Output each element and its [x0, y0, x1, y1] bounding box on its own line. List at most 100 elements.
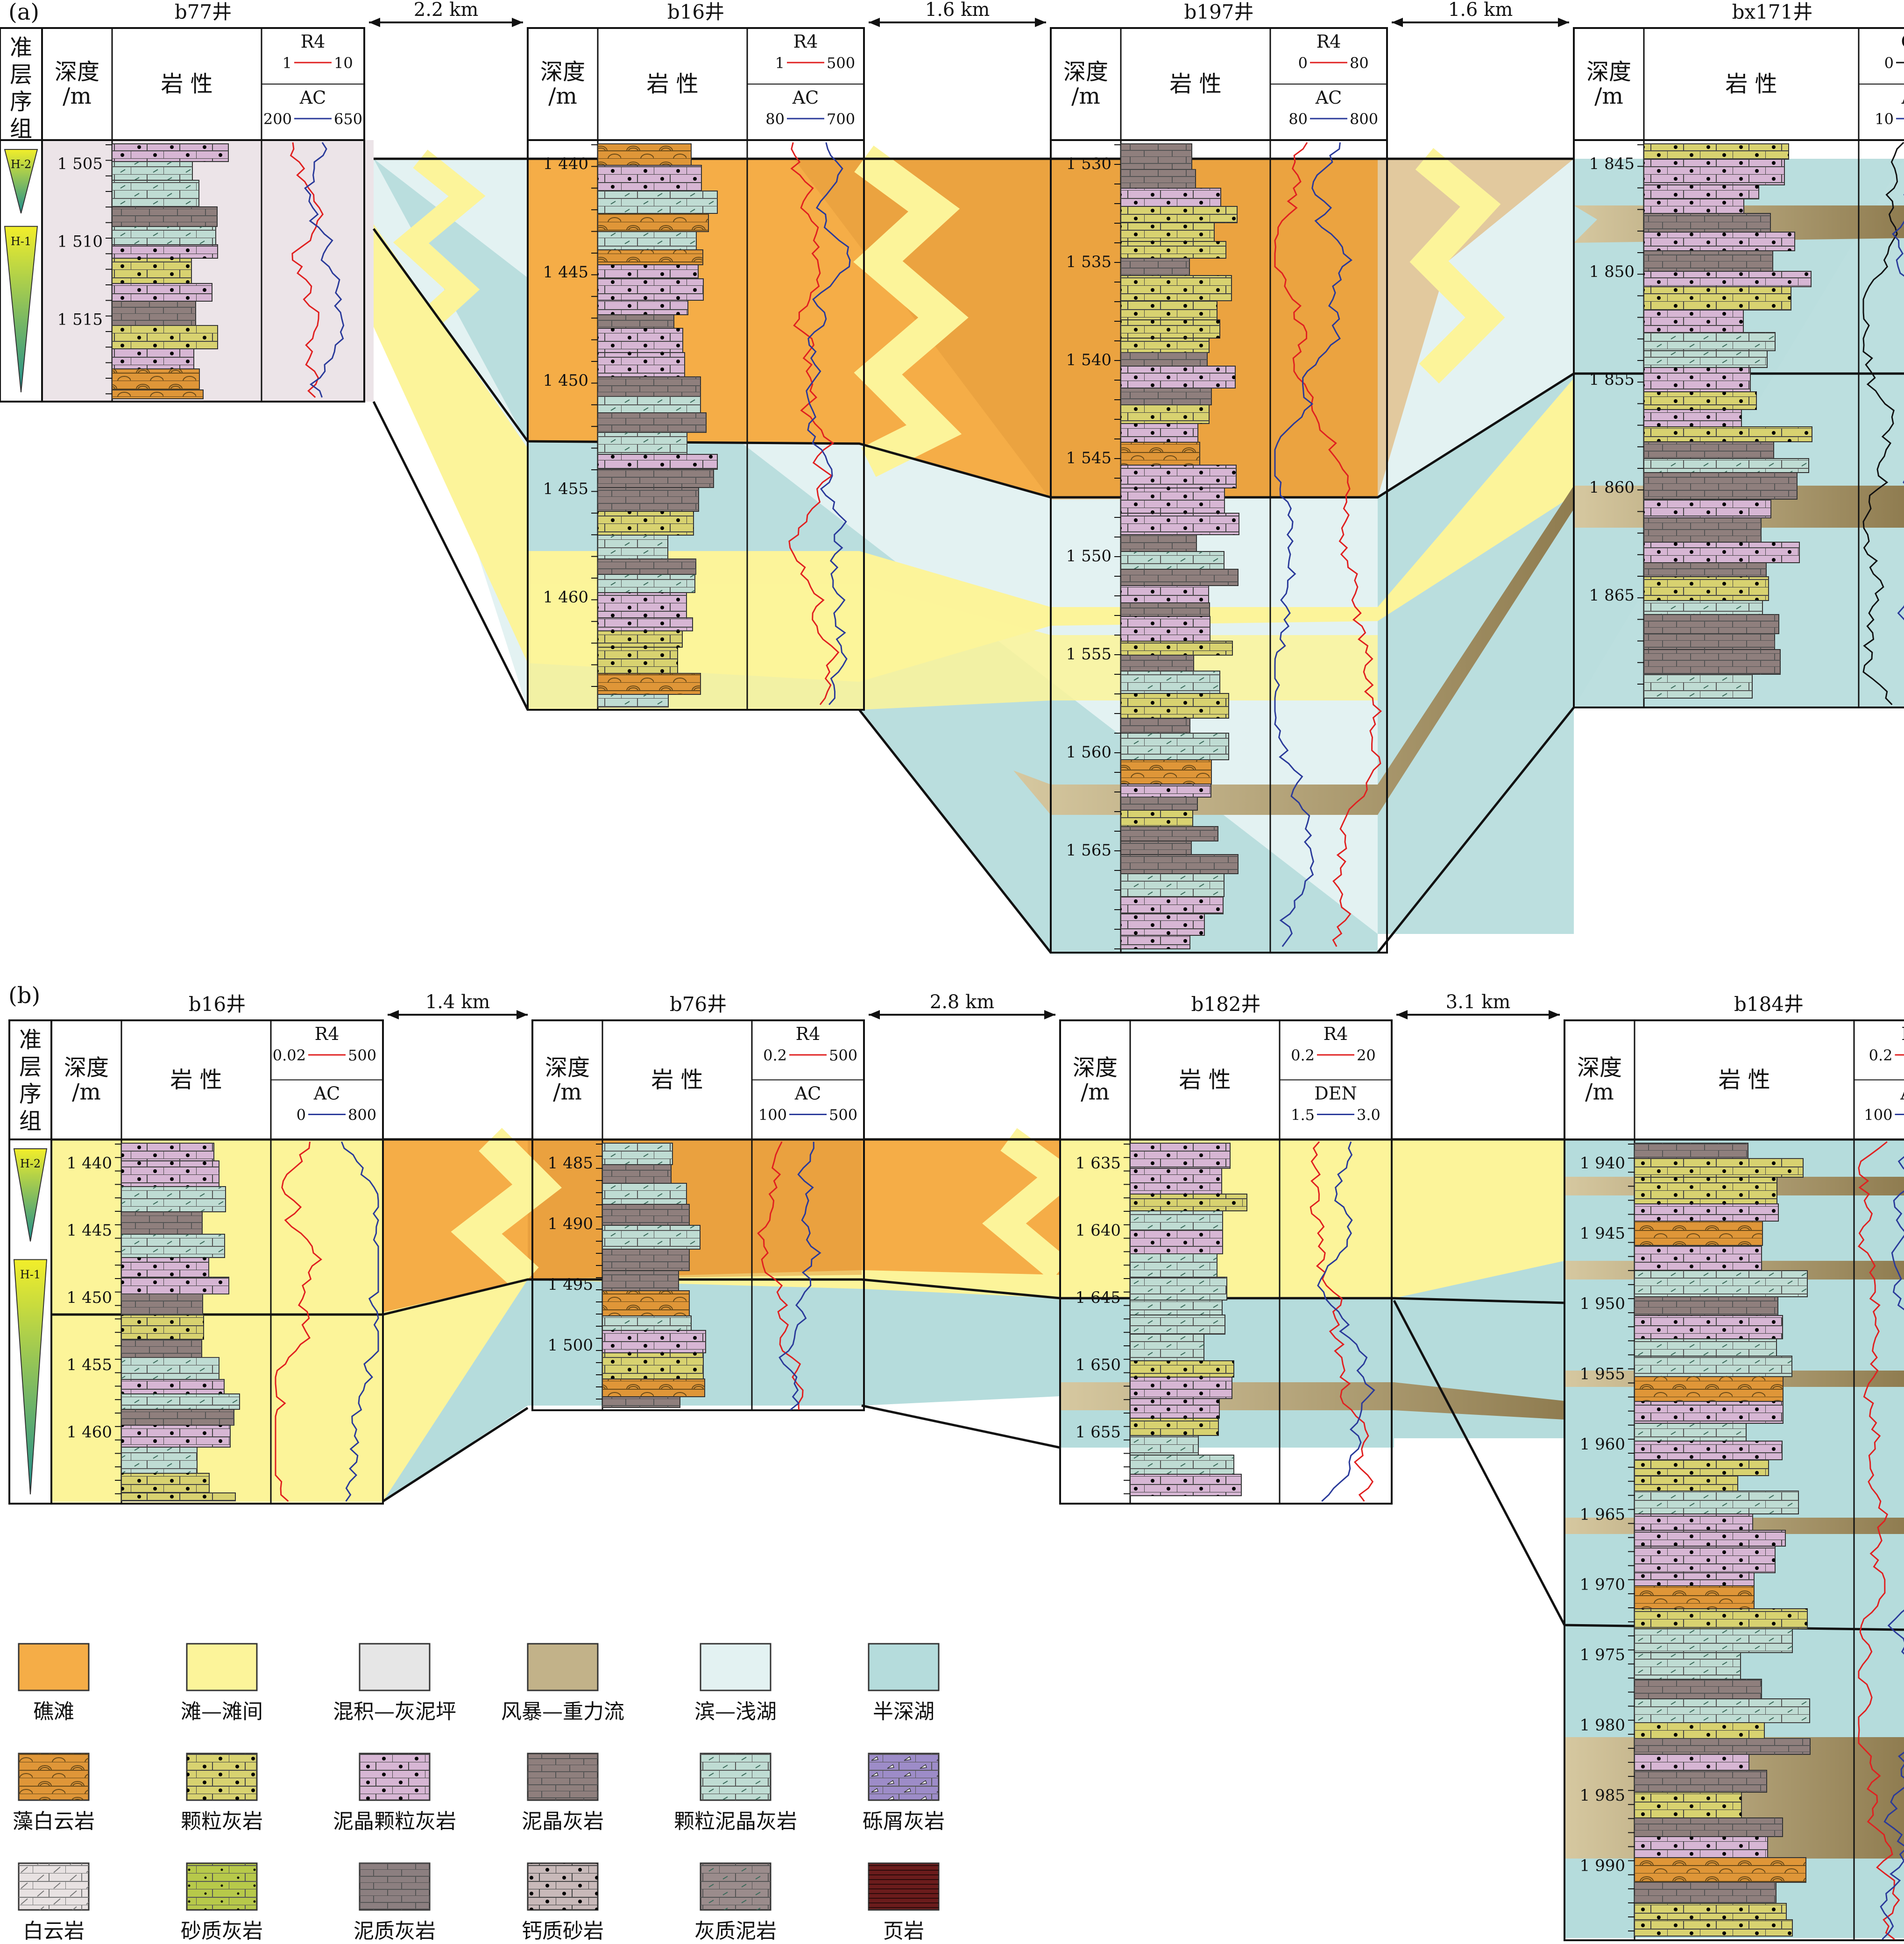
lithology-pattern: [121, 1143, 214, 1161]
legend-swatch-pattern: [187, 1863, 257, 1910]
depth-label: 1 450: [543, 371, 588, 390]
lithology-pattern: [1121, 841, 1191, 855]
curve-name: R4: [793, 31, 818, 52]
depth-label: 1 455: [67, 1356, 112, 1374]
lithology-pattern: [1635, 1530, 1785, 1546]
log-curve-top: [290, 142, 324, 398]
lithology-pattern: [1121, 223, 1214, 241]
lithology-pattern: [121, 1357, 219, 1379]
lithology-pattern: [1635, 1609, 1807, 1629]
curve-scale-min: 10: [1875, 110, 1894, 128]
depth-label: 1 550: [1066, 547, 1111, 566]
log-curve-top: [1274, 142, 1382, 947]
lithology-pattern: [1130, 1455, 1234, 1474]
lithology-pattern: [598, 631, 682, 647]
lithology-pattern: [1635, 1423, 1746, 1441]
curve-scale-max: 650: [334, 110, 362, 128]
lithology-pattern: [121, 1447, 197, 1473]
lithology-pattern: [1121, 170, 1196, 188]
lithology-pattern: [1635, 1546, 1775, 1573]
lithology-pattern: [1635, 1245, 1762, 1271]
lithology-pattern: [602, 1225, 700, 1249]
curve-name: GR: [1901, 31, 1904, 52]
curve-name: AC: [1901, 87, 1904, 108]
legend-label: 滩—滩间: [181, 1700, 263, 1724]
depth-label: 1 450: [67, 1288, 112, 1307]
lithology-pattern: [121, 1425, 230, 1447]
lithology-pattern: [1644, 518, 1761, 542]
lithology-pattern: [1121, 488, 1225, 513]
lithology-pattern: [598, 694, 668, 707]
curve-scale-max: 10: [334, 54, 353, 72]
curve-scale-min: 0.2: [1291, 1046, 1315, 1064]
log-curve-bottom: [1317, 1141, 1375, 1502]
lithology-pattern: [598, 328, 683, 353]
lithology-pattern: [1121, 693, 1229, 718]
depth-label: 1 960: [1580, 1435, 1625, 1454]
lithology-pattern: [1644, 185, 1759, 199]
lithology-pattern: [598, 535, 668, 559]
depth-label: 1 445: [67, 1221, 112, 1240]
lithology-pattern: [1644, 159, 1784, 185]
depth-label: 1 645: [1076, 1288, 1121, 1307]
well-title: b197井: [1184, 0, 1253, 23]
depth-label: 1 545: [1066, 449, 1111, 467]
lithology-pattern: [1130, 1377, 1232, 1399]
lithology-pattern: [598, 618, 693, 631]
legend-label: 灰质泥岩: [694, 1919, 777, 1943]
lithology-pattern: [112, 390, 203, 399]
distance-label: 1.4 km: [425, 991, 490, 1013]
depth-label: 1 460: [543, 588, 588, 607]
lithology-pattern: [121, 1473, 209, 1493]
lithology-pattern: [1635, 1903, 1786, 1920]
legend-swatch-pattern: [19, 1863, 89, 1910]
well-body-frame: [531, 1138, 865, 1411]
lithology-pattern: [1121, 586, 1209, 603]
lithology-pattern: [1635, 1770, 1767, 1792]
lithology-pattern: [1635, 1401, 1783, 1423]
lithology-pattern: [1644, 351, 1767, 368]
depth-label: 1 970: [1580, 1576, 1625, 1594]
depth-header: /m: [548, 83, 577, 109]
sequence-triangle: [4, 226, 38, 393]
lithology-pattern: [1121, 797, 1197, 810]
lithology-pattern: [1644, 499, 1771, 518]
lithology-pattern: [598, 469, 714, 488]
legend-swatch-pattern: [869, 1863, 939, 1910]
lithology-pattern: [1635, 1221, 1762, 1245]
curve-name: AC: [1900, 1083, 1904, 1104]
lithology-header: 岩 性: [1718, 1067, 1770, 1093]
legend-swatch-pattern: [187, 1753, 257, 1800]
lithology-pattern: [1121, 760, 1211, 784]
lithology-pattern: [1635, 1882, 1776, 1903]
lithology-pattern: [598, 377, 701, 396]
lithology-pattern: [598, 559, 696, 574]
lithology-pattern: [1121, 301, 1217, 320]
arrow-head-left: [388, 1010, 399, 1019]
lithology-pattern: [598, 250, 703, 265]
depth-label: 1 460: [67, 1423, 112, 1442]
depth-label: 1 965: [1580, 1505, 1625, 1524]
curve-name: AC: [1315, 87, 1342, 108]
legend-label: 白云岩: [23, 1919, 85, 1943]
lithology-pattern: [1130, 1194, 1247, 1211]
well-title: b182井: [1191, 993, 1260, 1016]
depth-header: /m: [1594, 83, 1623, 109]
lithology-pattern: [1121, 241, 1226, 258]
legend-swatch-facies: [186, 1643, 258, 1691]
legend-swatch-pattern: [528, 1863, 598, 1910]
lithology-pattern: [121, 1315, 204, 1339]
sequence-header: 序: [10, 89, 32, 115]
legend-label: 砂质灰岩: [181, 1919, 263, 1943]
lithology-pattern: [1635, 1629, 1792, 1653]
lithology-pattern: [1121, 513, 1239, 535]
well-header-box: [1573, 27, 1904, 141]
lithology-pattern: [1635, 1491, 1798, 1514]
curve-scale-min: 0: [1298, 54, 1308, 72]
lithology-pattern: [598, 396, 701, 413]
depth-header: 深度: [1577, 1055, 1622, 1081]
